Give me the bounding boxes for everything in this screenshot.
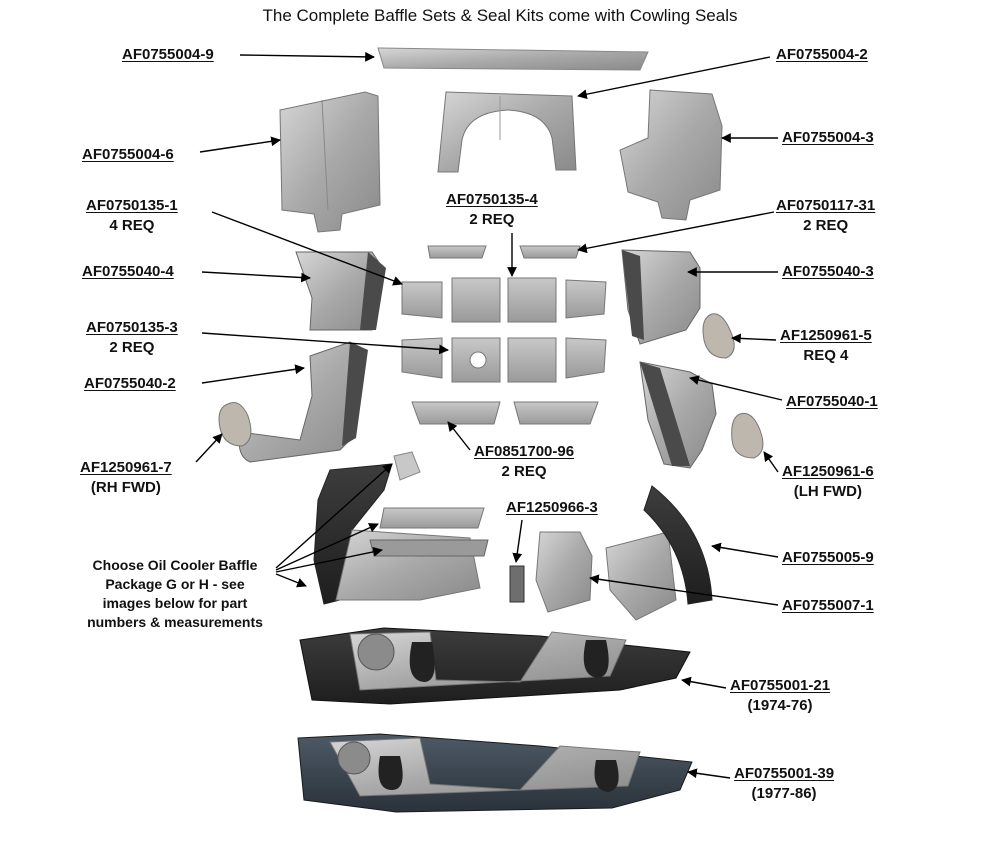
label-af1250966-3: AF1250966-3 [506,499,598,516]
part-af0750117-31 [427,245,581,259]
arrow-af0750117-31 [577,211,775,254]
arrow-af0755007-1 [589,574,779,606]
arrow-af1250961-7 [195,433,223,463]
label-af0755040-2: AF0755040-2 [84,375,176,392]
label-af0755001-39: AF0755001-39(1977-86) [734,765,835,802]
part-af0755040-3 [621,249,701,345]
arrow-af0755001-39 [687,768,731,779]
arrow-af1250961-6 [763,451,779,473]
label-af1250961-6: AF1250961-6(LH FWD) [782,463,874,500]
oil-cooler-note-line-2: Package G or H - see [105,576,245,592]
arrow-af0755040-1 [689,375,783,401]
oil-cooler-note-line-4: numbers & measurements [87,614,263,630]
oil-cooler-note: Choose Oil Cooler Baffle Package G or H … [70,556,280,632]
arrow-choose-4 [275,573,307,588]
arrow-af0755004-2 [577,56,771,100]
arrow-af0755004-6 [199,136,281,153]
label-af0755040-1: AF0755040-1 [786,393,878,410]
part-af0755001-21 [299,627,691,705]
part-af0750135-4 [451,277,557,323]
arrow-choose-2 [275,523,379,571]
part-af0755001-39 [297,733,693,813]
oil-cooler-note-line-3: images below for part [102,595,248,611]
part-af1250961-7 [218,402,252,447]
part-af1250961-6 [731,412,764,459]
part-af1250966-3 [509,565,525,603]
diagram-title: The Complete Baffle Sets & Seal Kits com… [262,6,738,25]
arrow-af0755005-9 [711,542,779,558]
label-af1250961-7: AF1250961-7(RH FWD) [80,459,172,496]
part-af0755040-1 [639,361,717,469]
leader-arrows [195,51,783,779]
arrow-af0755040-2 [201,364,305,384]
arrow-af0851700-96 [447,421,471,451]
part-af0755007-1 [535,531,593,613]
arrow-af0755040-4 [201,271,311,283]
part-af0755004-2 [437,91,577,173]
part-af0755004-3 [619,89,723,221]
part-af0755040-4 [295,251,386,331]
label-af0755004-2: AF0755004-2 [776,46,868,63]
arrow-af0755001-21 [681,676,727,689]
part-af0755004-6 [279,91,381,233]
part-af0750135-1 [401,279,607,319]
oil-cooler-note-line-1: Choose Oil Cooler Baffle [92,557,258,573]
arrow-af0755004-9 [239,51,375,62]
part-af0750135-3 [401,337,607,383]
label-af0755005-9: AF0755005-9 [782,549,874,566]
label-af0755004-6: AF0755004-6 [82,146,174,163]
part-af0755004-9 [377,47,649,71]
label-af0755040-3: AF0755040-3 [782,263,874,280]
label-af0755007-1: AF0755007-1 [782,597,874,614]
arrow-choose-1 [275,463,393,569]
arrow-af0750135-3 [201,332,449,355]
part-af0755005-9 [605,485,713,621]
part-af0851700-96 [411,401,599,425]
label-af0755004-9: AF0755004-9 [122,46,214,63]
label-af0755040-4: AF0755040-4 [82,263,174,280]
label-af0755001-21: AF0755001-21(1974-76) [730,677,831,714]
part-af0755040-2 [238,341,368,463]
label-af0755004-3: AF0755004-3 [782,129,874,146]
arrow-af1250966-3 [512,519,523,563]
arrow-af0750135-1 [211,211,403,286]
part-oil-cooler-baffle-left [313,451,489,605]
arrow-af1250961-5 [731,333,777,344]
arrow-choose-3 [275,546,383,573]
part-af1250961-5 [702,313,735,359]
